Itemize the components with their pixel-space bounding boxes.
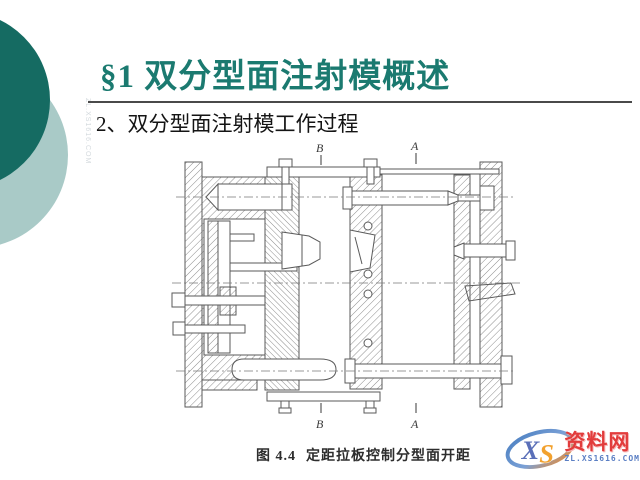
brand-watermark: X S 资料网 ZL.XS1616.COM [502, 423, 640, 473]
slide-title: §1 双分型面注射模概述 [100, 59, 451, 95]
limit-rod-head [479, 185, 495, 211]
section-label-bottom-a: A [410, 417, 419, 431]
pull-plate-bolt-left [278, 158, 293, 168]
mold-cross-section-drawing: B A B A [171, 139, 520, 431]
section-label-bottom-b: B [316, 417, 324, 431]
bottom-rod-head [500, 355, 513, 385]
ejector-rod-head [171, 292, 186, 308]
support-plate [453, 174, 471, 390]
ejector-pin-1 [229, 233, 255, 242]
brand-text-block: 资料网 ZL.XS1616.COM [564, 432, 640, 464]
slide-subtitle: 2、双分型面注射模工作过程 [96, 112, 359, 136]
lower-bolt-head [172, 321, 186, 336]
center-pin-body [463, 243, 507, 258]
center-pin-head [505, 240, 516, 261]
brand-initial-s: S [539, 439, 554, 469]
figure-caption: 图 4.4 定距拉板控制分型面开距 [256, 445, 471, 465]
center-lines [172, 196, 520, 372]
ball-catch-3 [363, 289, 373, 299]
guide-pillar-lower [231, 358, 337, 381]
section-label-top-a: A [410, 139, 419, 153]
limit-rod-body [351, 190, 449, 206]
cavity-plate [349, 174, 383, 390]
title-underline [88, 101, 632, 103]
latch-wedge [464, 282, 516, 302]
bottom-bolt-left [278, 407, 292, 414]
ejector-rod [184, 295, 266, 306]
lower-pin [184, 324, 246, 334]
pull-plate-bolt-right [363, 158, 378, 168]
figure-caption-text: 定距拉板控制分型面开距 [306, 449, 471, 464]
ball-catch-4 [363, 338, 373, 348]
center-pin-tip [453, 242, 465, 260]
figure-number: 图 4.4 [256, 449, 296, 464]
section-label-top-b: B [316, 141, 324, 155]
clamp-plate-foot [201, 379, 258, 391]
section-labels: B A B A [316, 139, 419, 431]
limit-rod-shoulder [342, 186, 353, 210]
bottom-bolt-right [363, 407, 377, 414]
pull-plate-far-side [379, 168, 500, 175]
molded-part [281, 231, 321, 270]
ball-catch-2 [363, 269, 373, 279]
faint-watermark-text: ZL.XS1616.COM [84, 98, 91, 165]
ball-catch-1 [363, 221, 373, 231]
brand-url: ZL.XS1616.COM [564, 454, 640, 463]
brand-oval-icon: X S [505, 428, 575, 469]
brand-initial-x: X [521, 435, 541, 465]
fixed-clamp-plate [184, 161, 203, 408]
brand-name: 资料网 [564, 431, 631, 454]
pull-plate-bottom [266, 391, 381, 402]
